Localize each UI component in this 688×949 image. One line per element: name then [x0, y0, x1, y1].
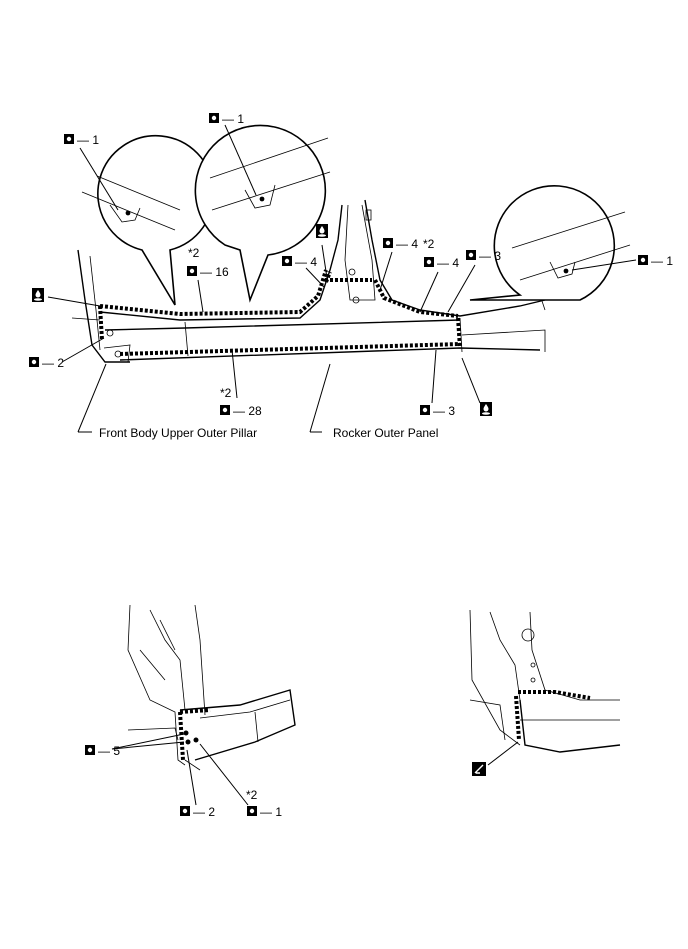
spot-weld-icon — [180, 806, 190, 816]
callout-text: — 1 — [77, 133, 99, 147]
callout-2-bottom: — 2 — [180, 805, 215, 819]
callout-4-mid: — 4 *2 — [383, 237, 435, 251]
callout-text: — 28 — [233, 404, 262, 418]
callout-right: — 1 — [638, 254, 673, 268]
detail-bubble-right — [469, 185, 631, 301]
callout-top-left: — 1 — [64, 133, 99, 147]
callout-top-center: — 1 — [209, 112, 244, 126]
callout-3-top: — 3 — [466, 249, 501, 263]
sealer-icon — [316, 224, 328, 238]
spot-weld-icon — [85, 745, 95, 755]
callout-text: — 4 — [437, 256, 459, 270]
callout-sealer-center — [316, 224, 328, 238]
callout-sealer-left — [32, 288, 44, 302]
callout-text: — 4 — [295, 255, 317, 269]
sealer-icon — [32, 288, 44, 302]
callout-text: — 16 — [200, 265, 229, 279]
spot-weld-icon — [209, 113, 219, 123]
callout-2-left: — 2 — [29, 356, 64, 370]
spot-weld-icon — [420, 405, 430, 415]
detail-bubble-left — [81, 134, 215, 306]
asterisk-note: *2 — [220, 386, 232, 400]
spot-weld-icon — [187, 266, 197, 276]
weld-line-upper-rear — [373, 279, 459, 318]
rocker-panel-label: Rocker Outer Panel — [333, 426, 438, 440]
callout-text: — 1 — [222, 112, 244, 126]
callout-28: *2 — 28 — [220, 386, 262, 418]
weld-line-rear-vertical — [456, 317, 462, 349]
callout-5: — 5 — [85, 744, 120, 758]
asterisk-note: *2 — [423, 237, 435, 251]
callout-16: *2 — 16 — [187, 246, 229, 279]
callout-4-right: — 4 — [424, 256, 459, 270]
spot-weld-icon — [466, 250, 476, 260]
callout-text: — 3 — [479, 249, 501, 263]
callout-1-bottom: *2 — 1 — [246, 788, 282, 819]
spot-weld-icon — [220, 405, 230, 415]
spot-weld-icon — [638, 255, 648, 265]
detail-bubble-center — [194, 124, 331, 303]
spot-weld-icon — [383, 238, 393, 248]
spot-weld-icon — [424, 257, 434, 267]
weld-line-lower-left-top — [179, 708, 211, 714]
lower-right-illustration — [469, 609, 621, 766]
front-pillar-label: Front Body Upper Outer Pillar — [99, 426, 257, 440]
weld-line-lower-right-vert — [514, 695, 521, 741]
rocker-assembly-illustration — [47, 124, 637, 433]
spot-weld-icon — [282, 256, 292, 266]
callout-text: — 1 — [651, 254, 673, 268]
spot-weld-icon — [29, 357, 39, 367]
callout-text: — 1 — [260, 805, 282, 819]
callout-text: — 2 — [193, 805, 215, 819]
weld-line-lower — [119, 342, 461, 356]
sealer-icon — [480, 402, 492, 416]
callout-text: — 5 — [98, 744, 120, 758]
callout-text: — 4 — [396, 237, 418, 251]
spot-weld-icon — [247, 806, 257, 816]
weld-line-lower-left — [178, 711, 185, 761]
callout-3-bottom: — 3 — [420, 404, 455, 418]
spot-weld-icon — [64, 134, 74, 144]
asterisk-note: *2 — [188, 246, 200, 260]
callout-text: — 2 — [42, 356, 64, 370]
callout-brazing — [472, 762, 486, 776]
callout-text: — 3 — [433, 404, 455, 418]
weld-line-upper-front — [99, 269, 328, 317]
callout-sealer-right — [480, 402, 492, 416]
weld-line-lower-right — [518, 690, 591, 700]
weld-line-front-vertical — [98, 305, 104, 341]
callout-4-left: — 4 — [282, 255, 317, 269]
asterisk-note: *2 — [246, 788, 258, 802]
lower-left-illustration — [111, 604, 296, 806]
